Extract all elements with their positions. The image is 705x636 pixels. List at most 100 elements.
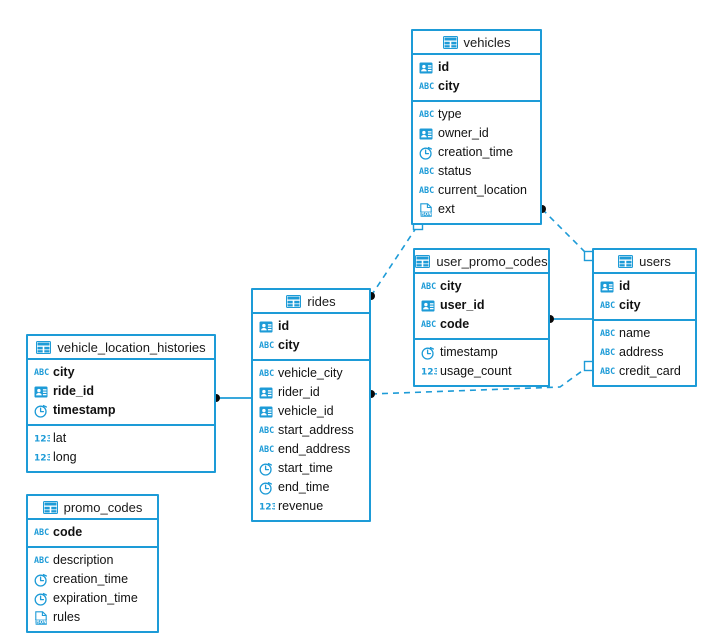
svg-text:ABC: ABC — [600, 347, 615, 357]
table-icon — [415, 254, 431, 268]
id-icon — [34, 385, 48, 399]
abc-icon: ABC — [600, 346, 615, 360]
abc-icon: ABC — [259, 367, 274, 381]
json-icon: JSON — [34, 610, 48, 625]
column-row[interactable]: timestamp — [415, 343, 548, 362]
column-row[interactable]: creation_time — [413, 143, 540, 162]
column-row[interactable]: id — [413, 58, 540, 77]
column-row[interactable]: ABC city — [594, 296, 695, 315]
id-icon — [259, 405, 273, 419]
abc-icon: ABC — [34, 366, 49, 380]
entity-header[interactable]: vehicles — [413, 31, 540, 55]
svg-text:ABC: ABC — [600, 366, 615, 376]
column-row[interactable]: rider_id — [253, 383, 369, 402]
table-icon — [36, 340, 52, 354]
column-name: start_address — [278, 423, 354, 438]
json-icon: JSON — [419, 202, 433, 217]
svg-text:ABC: ABC — [259, 340, 274, 350]
abc-icon: ABC — [259, 339, 274, 353]
column-name: lat — [53, 431, 67, 446]
column-row[interactable]: id — [594, 277, 695, 296]
clock-icon — [34, 573, 48, 587]
entity-title: vehicle_location_histories — [57, 339, 206, 355]
entity-header[interactable]: rides — [253, 290, 369, 314]
table-icon — [286, 294, 302, 308]
column-row[interactable]: end_time — [253, 478, 369, 497]
entity-header[interactable]: vehicle_location_histories — [28, 336, 214, 360]
column-name: user_id — [440, 298, 485, 313]
column-row[interactable]: user_id — [415, 296, 548, 315]
id-icon — [600, 280, 614, 294]
column-name: creation_time — [438, 145, 514, 160]
svg-text:JSON: JSON — [419, 211, 432, 216]
column-name: id — [278, 319, 290, 334]
column-name: status — [438, 164, 472, 179]
column-row[interactable]: ride_id — [28, 382, 214, 401]
abc-icon: ABC — [600, 327, 615, 341]
svg-text:ABC: ABC — [600, 300, 615, 310]
abc-icon: ABC — [34, 526, 49, 540]
column-row[interactable]: timestamp — [28, 401, 214, 420]
abc-icon: ABC — [259, 424, 274, 438]
column-row[interactable]: ABC city — [413, 77, 540, 96]
column-name: owner_id — [438, 126, 489, 141]
svg-text:ABC: ABC — [34, 555, 49, 565]
column-row[interactable]: id — [253, 317, 369, 336]
column-name: revenue — [278, 499, 324, 514]
column-row[interactable]: start_time — [253, 459, 369, 478]
entity-header[interactable]: user_promo_codes — [415, 250, 548, 274]
column-name: ride_id — [53, 384, 94, 399]
column-row[interactable]: ABC start_address — [253, 421, 369, 440]
table-icon — [42, 500, 58, 514]
column-name: end_time — [278, 480, 330, 495]
id-icon — [419, 127, 433, 141]
column-row[interactable]: owner_id — [413, 124, 540, 143]
column-name: start_time — [278, 461, 333, 476]
abc-icon: ABC — [419, 80, 434, 94]
clock-icon — [34, 404, 48, 418]
entity-header[interactable]: promo_codes — [28, 496, 157, 520]
column-row[interactable]: vehicle_id — [253, 402, 369, 421]
column-row[interactable]: creation_time — [28, 570, 157, 589]
relationship-vehicle_location_histories-to-rides[interactable] — [212, 394, 251, 402]
abc-icon: ABC — [421, 318, 436, 332]
column-name: city — [438, 79, 460, 94]
column-row[interactable]: expiration_time — [28, 589, 157, 608]
column-row[interactable]: ABC vehicle_city — [253, 364, 369, 383]
column-name: vehicle_city — [278, 366, 343, 381]
abc-icon: ABC — [600, 299, 615, 313]
relationship-user_promo_codes-to-users[interactable] — [546, 315, 592, 323]
column-name: city — [619, 298, 641, 313]
entity-header[interactable]: users — [594, 250, 695, 274]
